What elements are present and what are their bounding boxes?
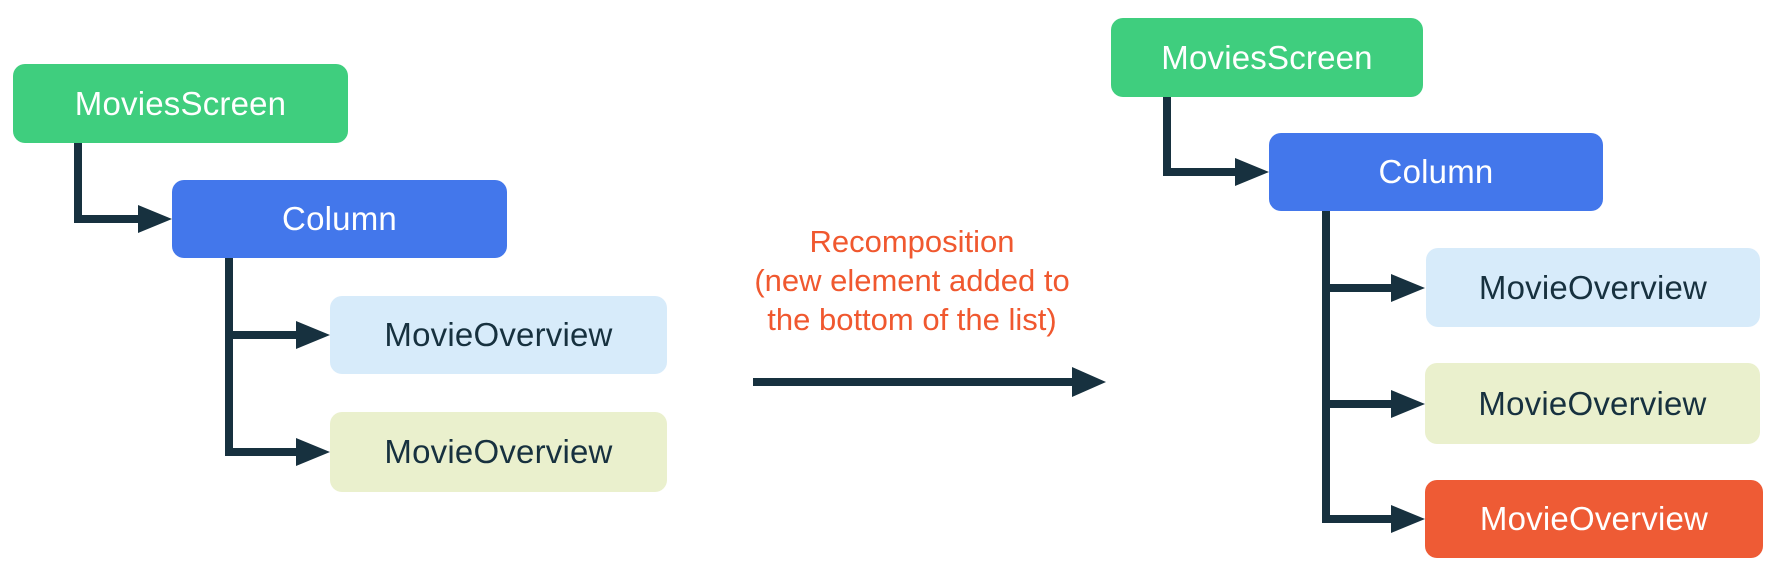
arrow-right-icon	[1072, 367, 1106, 397]
connector-line	[1163, 97, 1171, 176]
connector-line	[1322, 284, 1391, 292]
connector-line	[74, 215, 138, 223]
node-movie-overview-1: MovieOverview	[330, 296, 667, 374]
arrowhead-icon	[1391, 274, 1425, 302]
connector-line	[225, 331, 296, 339]
annotation-line: the bottom of the list)	[767, 302, 1057, 337]
recomposition-arrow-line	[753, 378, 1072, 386]
connector-line	[74, 143, 82, 223]
node-movie-overview-2: MovieOverview	[330, 412, 667, 492]
arrowhead-icon	[138, 205, 172, 233]
connector-line	[225, 258, 233, 456]
connector-line	[1322, 211, 1330, 523]
connector-line	[1163, 168, 1235, 176]
node-movie-overview-1: MovieOverview	[1426, 248, 1760, 327]
node-movie-overview-2: MovieOverview	[1425, 363, 1760, 444]
connector-line	[1322, 515, 1391, 523]
connector-line	[225, 448, 296, 456]
node-movies-screen: MoviesScreen	[13, 64, 348, 143]
node-movie-overview-new: MovieOverview	[1425, 480, 1763, 558]
arrowhead-icon	[1391, 390, 1425, 418]
connector-line	[1322, 400, 1391, 408]
recomposition-annotation: Recomposition (new element added to the …	[637, 222, 1187, 339]
node-column: Column	[172, 180, 507, 258]
arrowhead-icon	[296, 438, 330, 466]
arrowhead-icon	[1391, 505, 1425, 533]
annotation-line: Recomposition	[809, 224, 1015, 259]
arrowhead-icon	[296, 321, 330, 349]
arrowhead-icon	[1235, 158, 1269, 186]
node-column: Column	[1269, 133, 1603, 211]
node-movies-screen: MoviesScreen	[1111, 18, 1423, 97]
annotation-line: (new element added to	[754, 263, 1070, 298]
